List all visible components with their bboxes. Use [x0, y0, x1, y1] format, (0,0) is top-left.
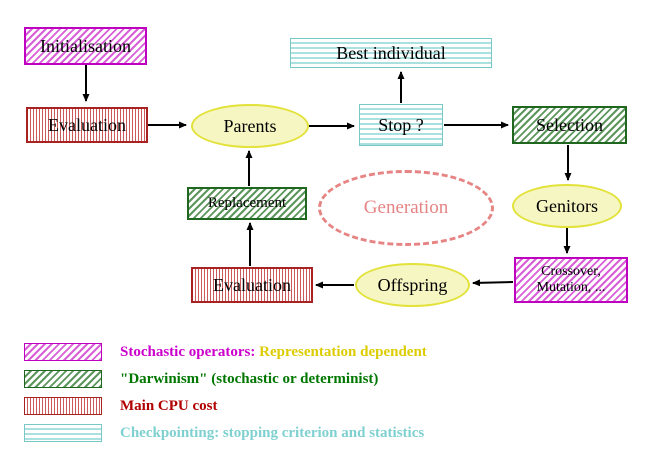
node-genitors: Genitors — [512, 184, 622, 228]
node-best-individual-label: Best individual — [336, 42, 446, 63]
legend: Stochastic operators: Representation dep… — [24, 343, 427, 451]
legend-swatch-stochastic-operators — [24, 343, 102, 361]
node-generation-label: Generation — [363, 197, 449, 219]
legend-swatch-checkpointing — [24, 424, 102, 442]
node-evaluation-bottom-label: Evaluation — [213, 274, 291, 295]
legend-text-representation-dependent: Representation dependent — [259, 343, 427, 360]
legend-item-stochastic-operators: Stochastic operators: Representation dep… — [24, 343, 427, 361]
legend-text-stochastic-operators: Stochastic operators: — [120, 343, 256, 360]
node-selection-label: Selection — [536, 114, 603, 135]
legend-item-checkpointing: Checkpointing: stopping criterion and st… — [24, 424, 427, 442]
arrow-crossover-to-offspring — [472, 279, 514, 287]
legend-swatch-darwinism — [24, 370, 102, 388]
node-replacement-label: Replacement — [207, 194, 287, 211]
legend-text-checkpointing: Checkpointing: stopping criterion and st… — [120, 424, 425, 441]
node-offspring-label: Offspring — [377, 274, 448, 295]
node-evaluation-bottom: Evaluation — [191, 267, 313, 303]
node-mutation-label: Mutation, ... — [536, 280, 606, 295]
node-generation: Generation — [318, 170, 494, 246]
legend-text-main-cpu-cost: Main CPU cost — [120, 397, 218, 414]
legend-item-main-cpu-cost: Main CPU cost — [24, 397, 427, 415]
node-evaluation-top: Evaluation — [26, 107, 148, 143]
legend-label-checkpointing: Checkpointing: stopping criterion and st… — [120, 425, 424, 442]
node-offspring: Offspring — [355, 263, 470, 307]
node-evaluation-top-label: Evaluation — [48, 114, 126, 135]
legend-label-darwinism: "Darwinism" (stochastic or determinist) — [120, 371, 378, 388]
node-initialisation: Initialisation — [24, 27, 147, 65]
legend-item-darwinism: "Darwinism" (stochastic or determinist) — [24, 370, 427, 388]
node-stop-label: Stop ? — [378, 114, 424, 135]
node-replacement: Replacement — [187, 187, 307, 220]
node-parents: Parents — [191, 104, 309, 148]
node-selection: Selection — [512, 106, 627, 144]
node-crossover-mutation: Crossover, Mutation, ... — [514, 257, 628, 303]
node-initialisation-label: Initialisation — [40, 35, 131, 56]
legend-label-stochastic-operators: Stochastic operators: Representation dep… — [120, 344, 427, 361]
node-stop: Stop ? — [359, 104, 443, 146]
node-parents-label: Parents — [223, 115, 277, 136]
node-genitors-label: Genitors — [536, 195, 598, 216]
node-crossover-label: Crossover, — [541, 263, 601, 279]
legend-label-main-cpu-cost: Main CPU cost — [120, 398, 218, 415]
legend-text-darwinism: "Darwinism" (stochastic or determinist) — [120, 370, 379, 387]
legend-swatch-main-cpu-cost — [24, 397, 102, 415]
node-best-individual: Best individual — [290, 38, 492, 68]
